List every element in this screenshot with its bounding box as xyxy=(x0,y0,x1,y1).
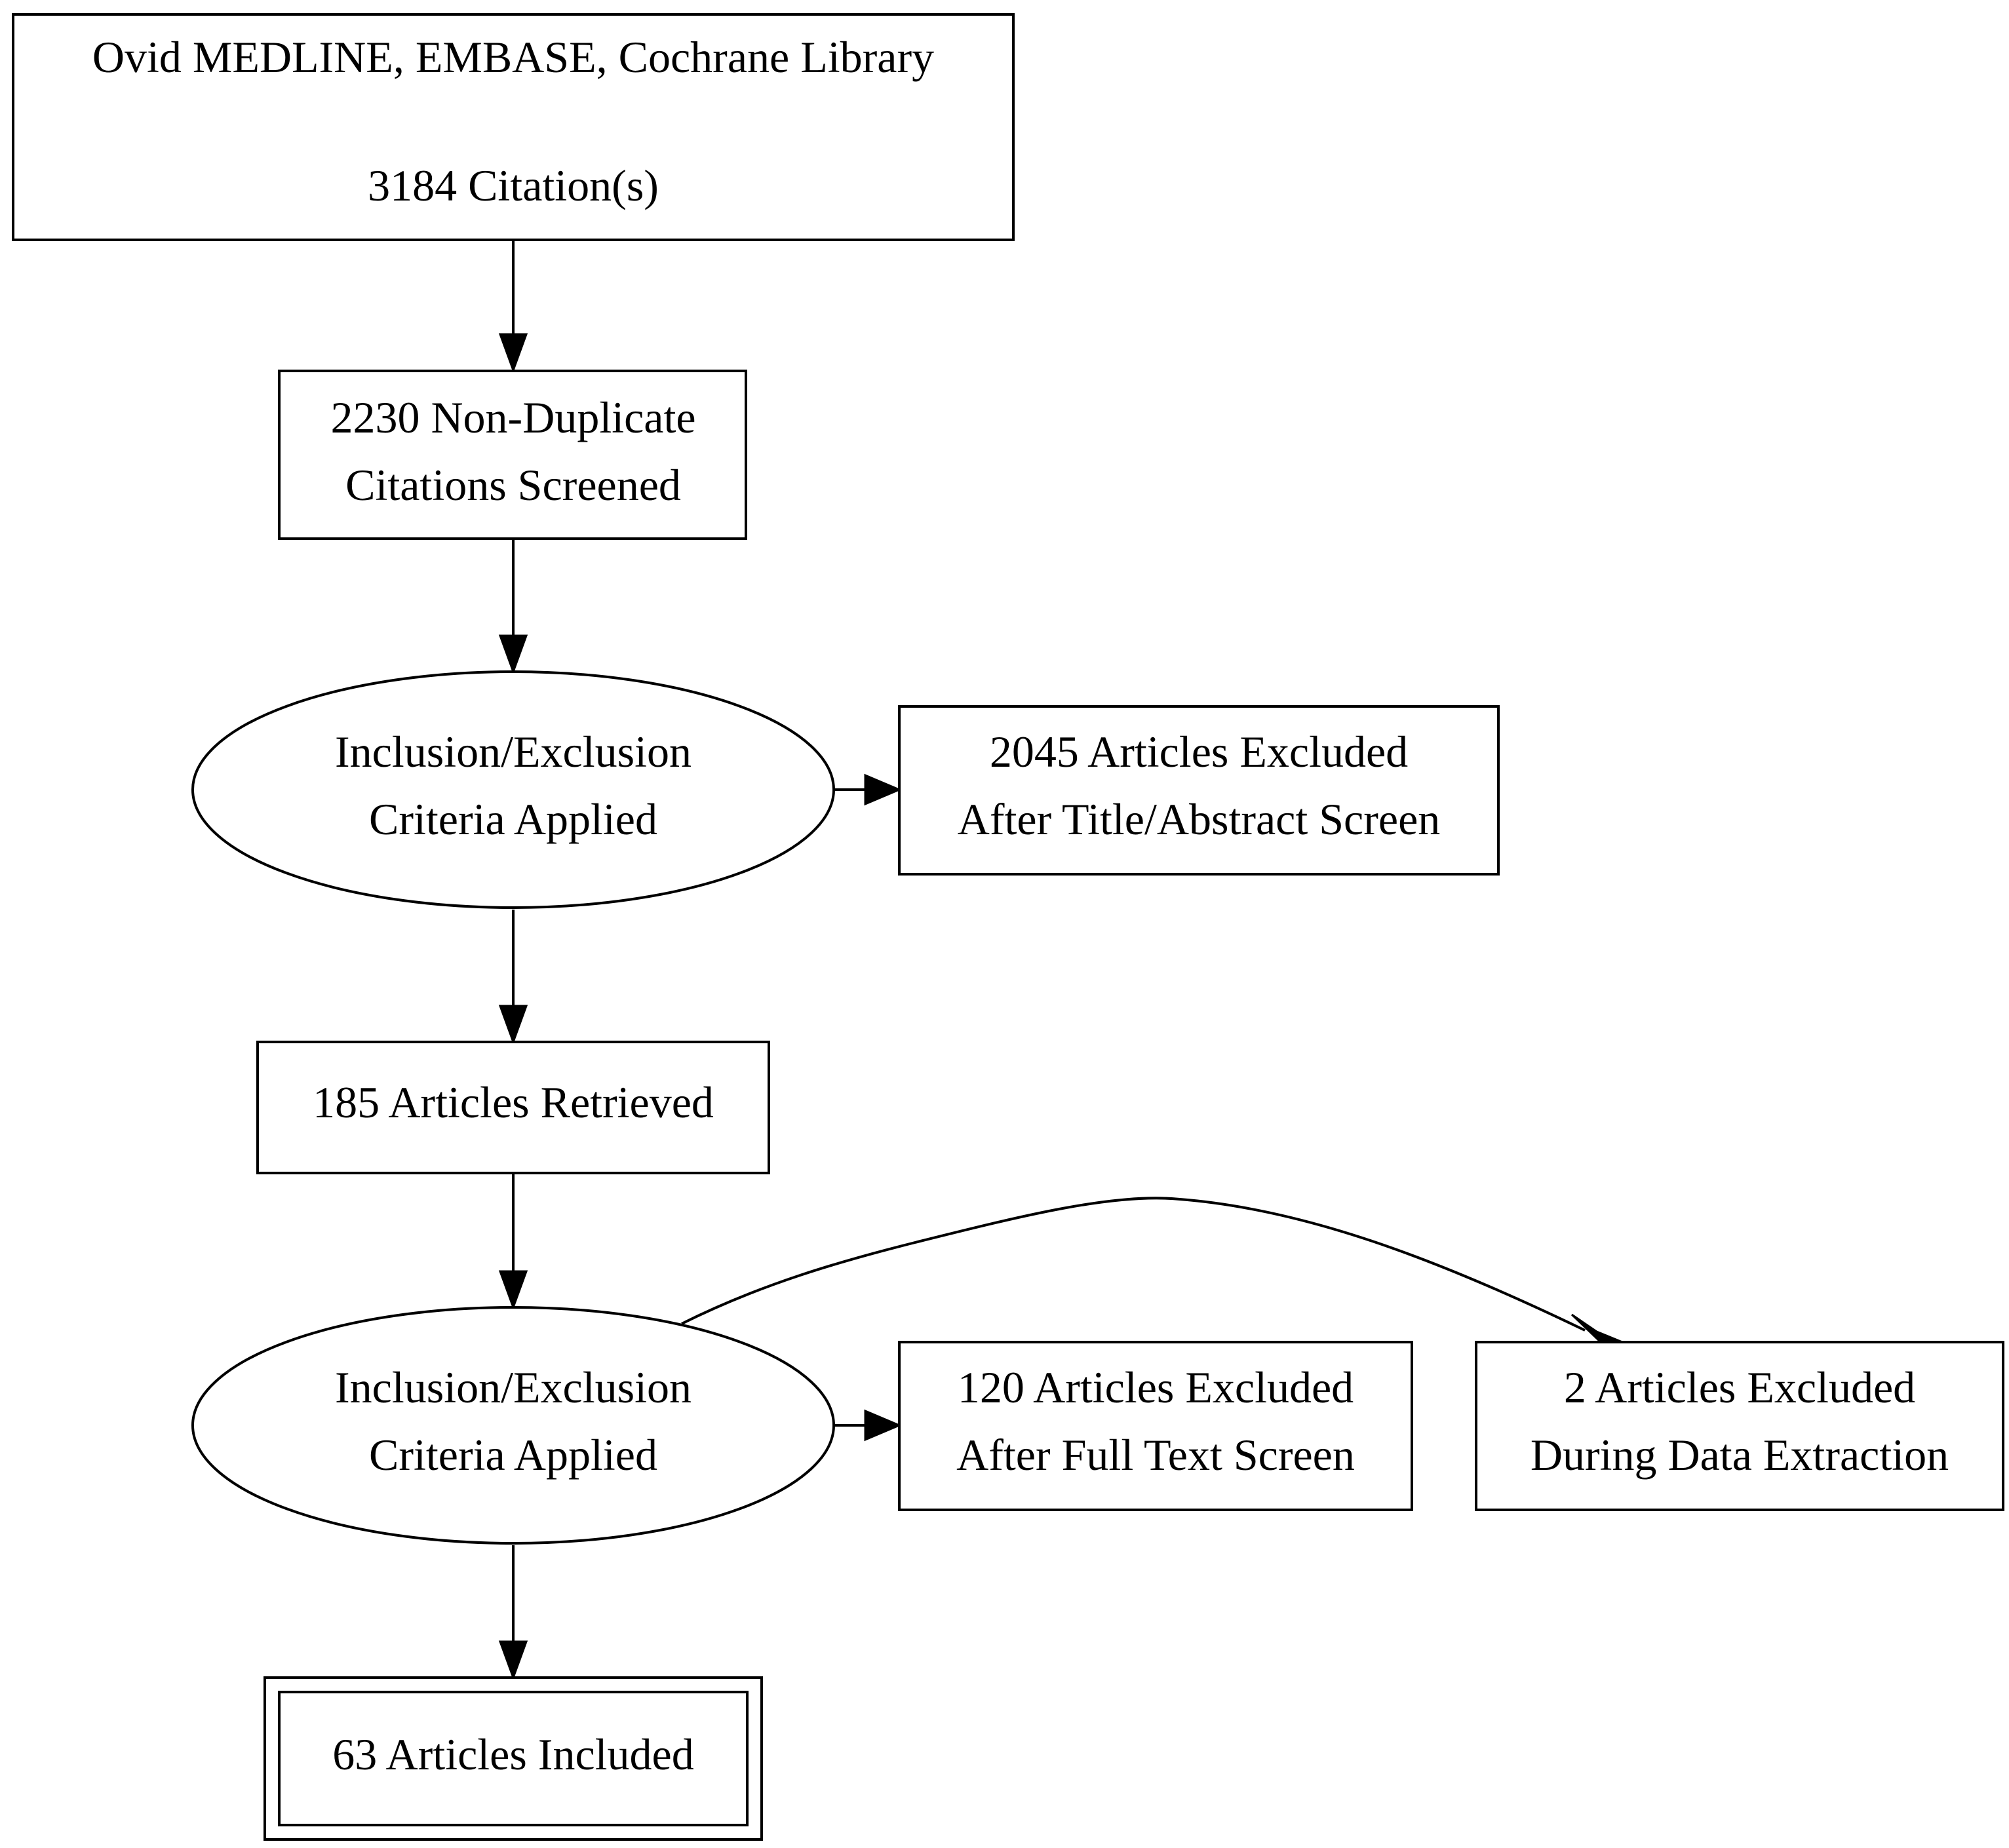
edge-criteria-2-to-excluded-data-extraction xyxy=(681,1197,1586,1332)
node-included-line1: 63 Articles Included xyxy=(332,1729,693,1779)
arrowhead-criteria-2 xyxy=(498,1270,528,1311)
node-criteria-2: Inclusion/Exclusion Criteria Applied xyxy=(191,1306,835,1545)
node-sources-line2: 3184 Citation(s) xyxy=(368,161,659,210)
node-excluded-full-text-line1: 120 Articles Excluded xyxy=(958,1362,1354,1412)
edges xyxy=(498,240,1626,1681)
node-sources: Ovid MEDLINE, EMBASE, Cochrane Library 3… xyxy=(12,13,1015,241)
node-excluded-data-extraction-line1: 2 Articles Excluded xyxy=(1564,1362,1915,1412)
node-included: 63 Articles Included xyxy=(263,1676,763,1841)
arrowhead-excluded-full-text xyxy=(864,1409,902,1442)
node-criteria-1-line1: Inclusion/Exclusion xyxy=(335,727,692,777)
node-screened: 2230 Non-Duplicate Citations Screened xyxy=(278,370,747,540)
node-screened-line1: 2230 Non-Duplicate xyxy=(330,393,695,442)
node-criteria-1: Inclusion/Exclusion Criteria Applied xyxy=(191,670,835,909)
node-retrieved-line1: 185 Articles Retrieved xyxy=(313,1077,714,1127)
node-excluded-title-abstract-line2: After Title/Abstract Screen xyxy=(958,794,1441,844)
arrowhead-included xyxy=(498,1640,528,1681)
node-excluded-data-extraction-line2: During Data Extraction xyxy=(1531,1430,1949,1480)
node-criteria-2-line1: Inclusion/Exclusion xyxy=(335,1362,692,1412)
node-excluded-full-text: 120 Articles Excluded After Full Text Sc… xyxy=(898,1341,1413,1511)
node-criteria-1-line2: Criteria Applied xyxy=(369,794,657,844)
arrowhead-criteria-1 xyxy=(498,634,528,675)
node-screened-line2: Citations Screened xyxy=(345,460,681,510)
node-retrieved: 185 Articles Retrieved xyxy=(256,1041,770,1174)
node-excluded-title-abstract-line1: 2045 Articles Excluded xyxy=(990,727,1408,777)
node-sources-line1: Ovid MEDLINE, EMBASE, Cochrane Library xyxy=(92,32,934,82)
arrowhead-retrieved xyxy=(498,1005,528,1045)
node-criteria-2-line2: Criteria Applied xyxy=(369,1430,657,1480)
arrowhead-excluded-title xyxy=(864,773,902,806)
node-excluded-full-text-line2: After Full Text Screen xyxy=(956,1430,1355,1480)
node-excluded-data-extraction: 2 Articles Excluded During Data Extracti… xyxy=(1475,1341,2004,1511)
arrowhead-screened xyxy=(498,333,528,374)
node-excluded-title-abstract: 2045 Articles Excluded After Title/Abstr… xyxy=(898,705,1500,876)
